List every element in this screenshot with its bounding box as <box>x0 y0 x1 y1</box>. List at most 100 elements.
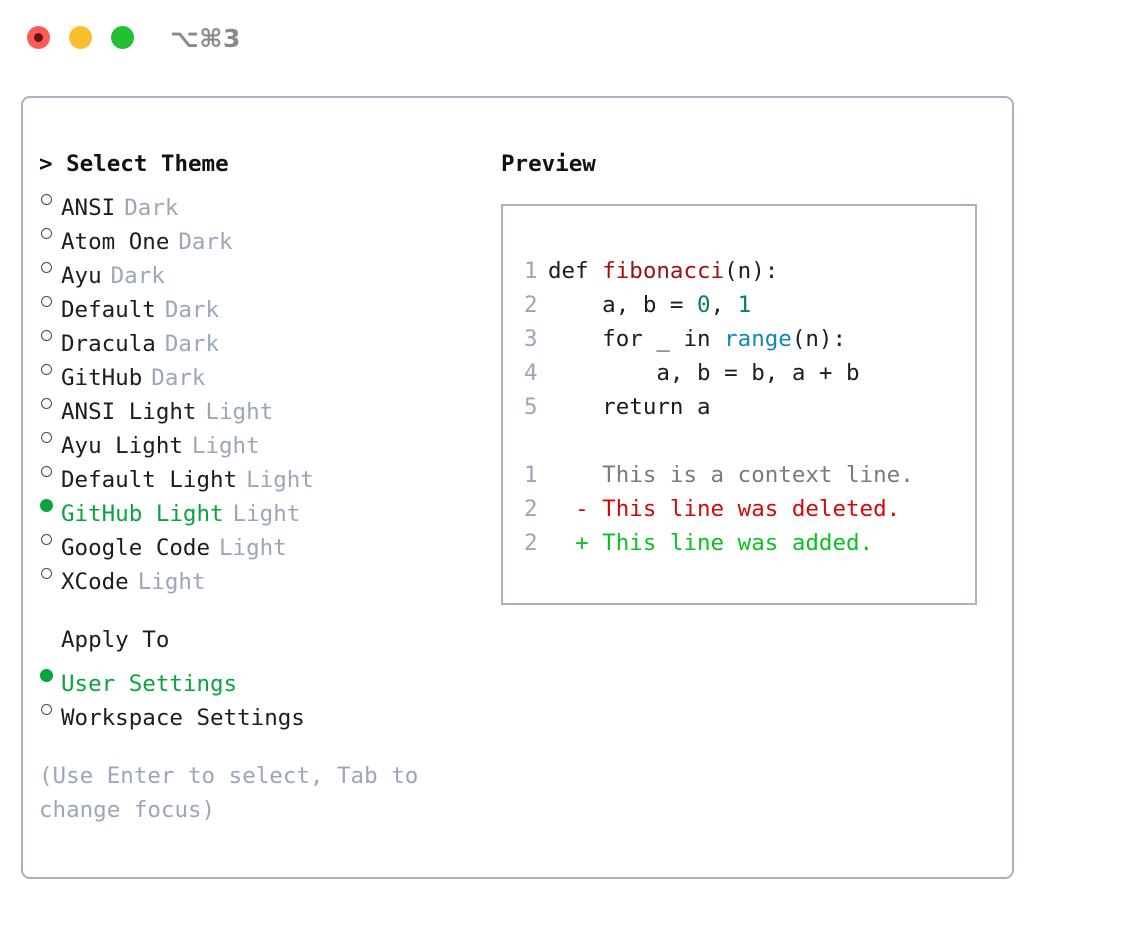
theme-variant-tag: Light <box>246 467 314 493</box>
minimize-button[interactable] <box>69 26 92 49</box>
radio-unselected-icon <box>39 283 61 317</box>
theme-item-label: GitHub <box>61 365 143 391</box>
apply-option-user-settings[interactable]: User Settings <box>39 657 489 697</box>
apply-option-label: Workspace Settings <box>61 705 305 731</box>
theme-variant-tag: Light <box>191 433 260 459</box>
radio-unselected-icon <box>39 453 61 487</box>
theme-variant-tag: Dark <box>164 297 220 323</box>
line-number: 2 <box>524 292 538 318</box>
radio-unselected-icon <box>39 691 61 725</box>
diff-line-number: 2 <box>524 496 538 522</box>
diff-line-number: 1 <box>524 462 538 488</box>
diff-line-text: - This line was deleted. <box>548 496 901 522</box>
code-line: 4 a, b = b, a + b <box>524 356 860 390</box>
theme-item-github[interactable]: GitHub Dark <box>39 351 489 391</box>
code-token-call: range <box>724 326 792 352</box>
theme-item-atom-one[interactable]: Atom One Dark <box>39 215 489 255</box>
theme-item-label: Google Code <box>61 535 211 561</box>
radio-unselected-icon <box>39 215 61 249</box>
radio-unselected-icon <box>39 249 61 283</box>
line-number: 1 <box>524 258 538 284</box>
radio-unselected-icon <box>39 419 61 453</box>
theme-item-label: Ayu Light <box>61 433 183 459</box>
code-token-plain: (n): <box>724 258 779 284</box>
theme-item-ansi[interactable]: ANSI Dark <box>39 181 489 221</box>
select-theme-header: > Select Theme <box>39 151 229 177</box>
theme-item-github-light[interactable]: GitHub Light Light <box>39 487 489 527</box>
apply-option-workspace-settings[interactable]: Workspace Settings <box>39 691 489 731</box>
theme-item-label: Dracula <box>61 331 156 357</box>
theme-item-ansi-light[interactable]: ANSI Light Light <box>39 385 489 425</box>
diff-line-text: + This line was added. <box>548 530 874 556</box>
theme-item-label: Ayu <box>61 263 102 289</box>
radio-unselected-icon <box>39 351 61 385</box>
theme-item-label: Default <box>61 297 156 323</box>
code-token-plain: for _ in <box>548 326 725 352</box>
code-line: 3 for _ in range(n): <box>524 322 860 356</box>
code-token-fn: fibonacci <box>602 258 725 284</box>
theme-item-label: Default Light <box>61 467 238 493</box>
keyboard-shortcut-label: ⌥⌘3 <box>170 24 241 53</box>
radio-unselected-icon <box>39 521 61 555</box>
close-button[interactable] <box>27 26 50 49</box>
theme-item-ayu-light[interactable]: Ayu Light Light <box>39 419 489 459</box>
theme-item-ayu[interactable]: Ayu Dark <box>39 249 489 289</box>
theme-variant-tag: Dark <box>110 263 165 289</box>
theme-variant-tag: Light <box>219 535 287 561</box>
maximize-button[interactable] <box>111 26 134 49</box>
radio-unselected-icon <box>39 181 61 215</box>
diff-line-text: This is a context line. <box>548 462 914 488</box>
theme-variant-tag: Light <box>232 501 301 527</box>
theme-variant-tag: Dark <box>124 195 179 221</box>
theme-variant-tag: Dark <box>164 331 220 357</box>
radio-selected-icon <box>39 657 61 691</box>
code-token-num: 1 <box>737 292 752 318</box>
code-line: 1 def fibonacci(n): <box>524 254 860 288</box>
code-token-plain: , <box>710 292 738 318</box>
code-token-plain: a, b = b, a + b <box>548 360 860 386</box>
theme-item-default[interactable]: Default Dark <box>39 283 489 323</box>
title-bar: ⌥⌘3 <box>0 0 1140 78</box>
theme-item-default-light[interactable]: Default Light Light <box>39 453 489 493</box>
code-line: 5 return a <box>524 390 860 424</box>
theme-item-label: Atom One <box>61 229 170 255</box>
preview-header: Preview <box>501 151 596 177</box>
code-token-num: 0 <box>697 292 711 318</box>
diff-line-context: 1 This is a context line. <box>524 458 914 492</box>
code-token-plain: (n): <box>791 326 847 352</box>
code-token-plain: a, b = <box>548 292 698 318</box>
radio-unselected-icon <box>39 385 61 419</box>
theme-variant-tag: Light <box>137 569 206 595</box>
radio-unselected-icon <box>39 555 61 589</box>
line-number: 4 <box>524 360 538 386</box>
apply-to-header: Apply To <box>61 627 170 653</box>
theme-item-label: GitHub Light <box>61 501 224 527</box>
line-number: 3 <box>524 326 538 352</box>
theme-variant-tag: Dark <box>151 365 206 391</box>
line-number: 5 <box>524 394 538 420</box>
code-token-plain: def <box>548 258 603 284</box>
theme-item-dracula[interactable]: Dracula Dark <box>39 317 489 357</box>
diff-line-added: 2 + This line was added. <box>524 526 914 560</box>
theme-item-label: ANSI <box>61 195 116 221</box>
theme-item-google-code[interactable]: Google Code Light <box>39 521 489 561</box>
theme-variant-tag: Light <box>205 399 274 425</box>
radio-unselected-icon <box>39 317 61 351</box>
theme-variant-tag: Dark <box>178 229 233 255</box>
code-token-plain: return a <box>548 394 711 420</box>
keyboard-hint-text: (Use Enter to select, Tab to change focu… <box>39 763 432 823</box>
radio-selected-icon <box>39 487 61 521</box>
diff-sample: 1 This is a context line. 2 - This line w… <box>524 458 914 560</box>
theme-item-xcode[interactable]: XCode Light <box>39 555 489 595</box>
theme-item-label: ANSI Light <box>61 399 197 425</box>
theme-item-label: XCode <box>61 569 129 595</box>
